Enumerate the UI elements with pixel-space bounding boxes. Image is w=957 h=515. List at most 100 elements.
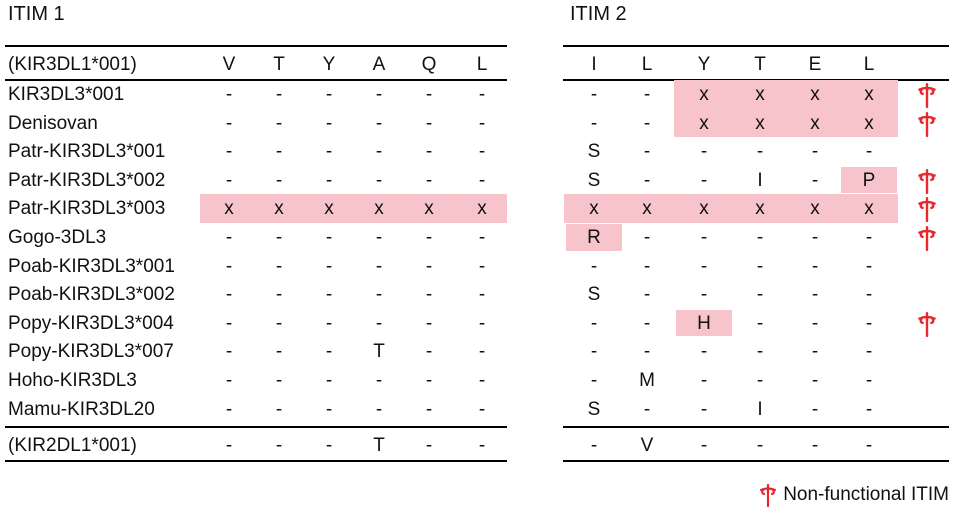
header-itim1-residue: Q — [421, 54, 437, 75]
itim1-cell: - — [325, 284, 333, 306]
itim2-cell: - — [643, 398, 651, 420]
itim2-cell: - — [756, 227, 764, 248]
footer-itim2-cell: - — [700, 435, 708, 456]
dagger-icon — [918, 225, 936, 251]
header-itim2-residue: Y — [697, 54, 711, 75]
itim2-cell: - — [700, 141, 708, 163]
row-label: Mamu-KIR3DL20 — [8, 398, 155, 420]
itim1-cell: - — [425, 398, 433, 420]
itim2-cell: x — [699, 198, 709, 220]
itim2-cell: - — [590, 312, 598, 334]
itim2-cell: - — [756, 255, 764, 277]
itim1-cell: - — [478, 312, 486, 334]
itim1-cell: - — [275, 284, 283, 306]
itim2-cell: x — [755, 112, 765, 134]
itim1-cell: - — [425, 312, 433, 334]
itim1-cell: - — [275, 112, 283, 134]
row-label: Patr-KIR3DL3*002 — [8, 169, 166, 191]
footer-itim2-cell: - — [756, 435, 764, 456]
itim2-cell: - — [865, 284, 873, 306]
itim1-cell: - — [225, 341, 233, 363]
header-itim1-residue: L — [476, 54, 488, 75]
itim2-cell: - — [643, 312, 651, 334]
footer-itim2-cell: - — [811, 435, 819, 456]
rule-header-itim1 — [5, 79, 507, 81]
itim1-cell: - — [478, 227, 486, 248]
footer-itim1-cell: - — [225, 435, 233, 456]
itim2-cell: - — [865, 341, 873, 363]
itim1-cell: - — [325, 255, 333, 277]
itim1-cell: - — [275, 227, 283, 248]
itim2-cell: - — [700, 370, 708, 391]
itim2-cell: - — [756, 284, 764, 306]
header-itim2-residue: E — [808, 54, 822, 75]
itim1-cell: - — [325, 141, 333, 163]
itim1-cell: - — [225, 227, 233, 248]
row-label: Patr-KIR3DL3*001 — [8, 141, 166, 163]
footer-reference-label: (KIR2DL1*001) — [8, 435, 137, 456]
itim2-cell: x — [864, 198, 874, 220]
footer-itim1-cell: - — [478, 435, 486, 456]
itim2-title: ITIM 2 — [570, 3, 627, 25]
dagger-icon — [918, 311, 936, 337]
itim2-cell: x — [864, 112, 874, 134]
footer-itim2-cell: - — [590, 435, 598, 456]
itim2-cell: x — [642, 198, 652, 220]
itim2-cell: - — [590, 255, 598, 277]
row-label: Popy-KIR3DL3*004 — [8, 312, 174, 334]
itim2-cell: - — [590, 370, 598, 391]
itim2-cell: - — [643, 227, 651, 248]
itim2-cell: x — [755, 84, 765, 105]
itim1-cell: - — [325, 112, 333, 134]
dagger-icon — [918, 82, 936, 108]
header-itim1-residue: V — [222, 54, 236, 75]
itim1-cell: - — [375, 370, 383, 391]
itim1-cell: - — [425, 227, 433, 248]
itim1-cell: - — [375, 112, 383, 134]
itim2-cell: - — [865, 141, 873, 163]
itim1-cell: - — [425, 112, 433, 134]
itim2-cell: - — [811, 227, 819, 248]
highlight-itim2-h — [676, 309, 732, 337]
itim2-cell: - — [811, 398, 819, 420]
itim2-cell: - — [756, 141, 764, 163]
itim2-cell: x — [810, 112, 820, 134]
itim2-cell: - — [811, 312, 819, 334]
header-itim1-residue: Y — [322, 54, 336, 75]
dagger-icon — [918, 168, 936, 194]
header-itim1-residue: A — [372, 54, 386, 75]
itim1-cell: - — [375, 398, 383, 420]
itim1-cell: - — [425, 169, 433, 191]
dagger-icon — [918, 197, 936, 223]
itim2-cell: P — [862, 169, 876, 191]
itim2-cell: - — [811, 141, 819, 163]
itim2-cell: I — [757, 398, 763, 420]
itim1-cell: - — [425, 141, 433, 163]
itim2-cell: - — [865, 312, 873, 334]
legend: Non-functional ITIM — [757, 483, 949, 507]
row-label: Patr-KIR3DL3*003 — [8, 198, 166, 220]
itim2-cell: - — [865, 370, 873, 391]
rule-top-itim1 — [5, 45, 507, 47]
itim2-cell: R — [587, 227, 601, 248]
itim2-cell: - — [865, 255, 873, 277]
itim1-cell: - — [225, 169, 233, 191]
dagger-icon — [760, 483, 777, 507]
rule-bottom-itim2 — [563, 460, 949, 462]
itim1-cell: - — [275, 169, 283, 191]
itim1-cell: - — [478, 112, 486, 134]
itim2-cell: - — [590, 341, 598, 363]
itim2-cell: - — [643, 284, 651, 306]
itim2-cell: - — [865, 398, 873, 420]
itim1-cell: - — [478, 255, 486, 277]
itim2-cell: - — [590, 84, 598, 105]
itim1-title: ITIM 1 — [8, 3, 65, 25]
itim2-cell: x — [864, 84, 874, 105]
itim2-cell: x — [699, 84, 709, 105]
itim1-cell: - — [478, 169, 486, 191]
highlight-itim2-row-4 — [564, 194, 898, 223]
itim2-cell: - — [643, 341, 651, 363]
itim1-cell: - — [225, 141, 233, 163]
itim1-cell: x — [374, 198, 384, 220]
itim2-cell: x — [755, 198, 765, 220]
